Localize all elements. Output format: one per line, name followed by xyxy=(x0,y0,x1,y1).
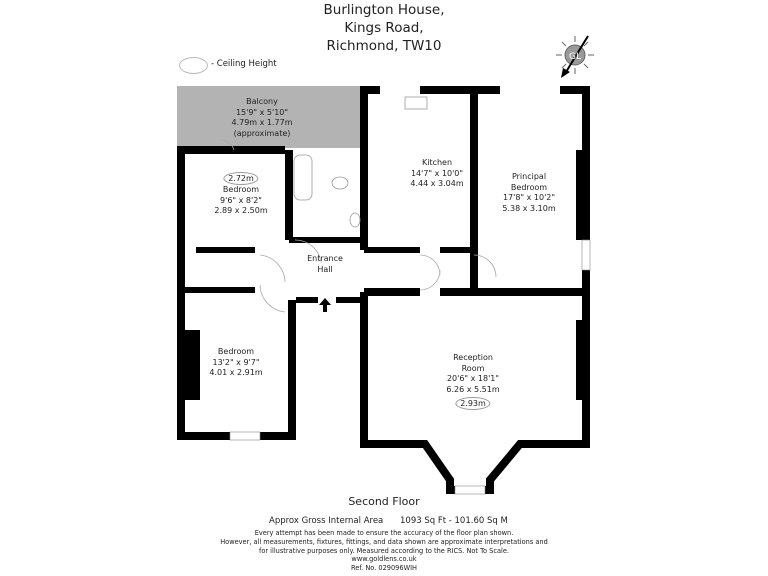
principal-bedroom-imperial: 17'8" x 10'2" xyxy=(502,193,556,202)
bathtub xyxy=(293,154,313,201)
reference-number: Ref. No. 029096WIH xyxy=(350,564,417,573)
kitchen-metric: 4.44 x 3.04m xyxy=(410,179,464,188)
entrance-arrow-icon xyxy=(319,298,331,312)
bedroom2-imperial: 13'2" x 9'7" xyxy=(212,357,260,367)
compass-icon xyxy=(556,35,594,78)
kitchen-name: Kitchen xyxy=(421,158,453,167)
balcony-note: (approximate) xyxy=(233,128,291,138)
balcony-imperial: 15'9" x 5'10" xyxy=(235,107,289,117)
area-label: Approx Gross Internal Area xyxy=(269,516,384,526)
kitchen-label: Kitchen 14'7" x 10'0" 4.44 x 3.04m xyxy=(410,158,463,190)
bedroom2-name: Bedroom xyxy=(217,347,255,356)
principal-bedroom-label: Principal Bedroom 17'8" x 10'2" 5.38 x 3… xyxy=(502,172,555,214)
ceiling-height-legend-label: - Ceiling Height xyxy=(211,59,277,69)
door-swings xyxy=(219,139,497,313)
disclaimer-line-2: However, all measurements, fixtures, fit… xyxy=(220,537,548,546)
principal-bedroom-name-2: Bedroom xyxy=(510,182,548,192)
reception-name-1: Reception xyxy=(453,353,493,362)
reception-imperial: 20'6" x 18'1" xyxy=(446,374,500,383)
bedroom1-name: Bedroom xyxy=(222,185,260,194)
reception-name-2: Room xyxy=(461,363,485,373)
disclaimer: Every attempt has been made to ensure th… xyxy=(0,529,768,573)
bedroom1-label: 2.72m Bedroom 9'6" x 8'2" 2.89 x 2.50m xyxy=(214,172,268,217)
entrance-hall-name-1: Entrance xyxy=(307,254,343,263)
balcony-area xyxy=(177,86,360,148)
disclaimer-line-1: Every attempt has been made to ensure th… xyxy=(254,529,514,537)
walls xyxy=(177,86,590,494)
balcony-label: Balcony 15'9" x 5'10" 4.79m x 1.77m (app… xyxy=(231,97,292,139)
balcony-name: Balcony xyxy=(246,97,278,106)
reception-ceiling-height: 2.93m xyxy=(455,397,491,410)
kitchen-sink xyxy=(404,96,428,110)
bedroom2-metric: 4.01 x 2.91m xyxy=(209,368,263,377)
reception-metric: 6.26 x 5.51m xyxy=(446,384,500,394)
basin xyxy=(349,212,361,228)
bedroom1-ceiling-height: 2.72m xyxy=(223,172,259,185)
principal-bedroom-metric: 5.38 x 3.10m xyxy=(502,203,556,213)
ceiling-height-legend-oval xyxy=(179,57,208,74)
principal-bedroom-name-1: Principal xyxy=(511,172,547,181)
disclaimer-line-3: for illustrative purposes only. Measured… xyxy=(259,546,509,555)
entrance-hall-name-2: Hall xyxy=(317,264,333,274)
reception-label: Reception Room 20'6" x 18'1" 6.26 x 5.51… xyxy=(446,353,500,410)
balcony-metric: 4.79m x 1.77m xyxy=(231,118,293,127)
address-line-2: Kings Road, xyxy=(344,20,424,36)
bedroom1-imperial: 9'6" x 8'2" xyxy=(220,195,262,205)
address-title: Burlington House, Kings Road, Richmond, … xyxy=(284,1,484,55)
address-line-1: Burlington House, xyxy=(323,2,445,18)
compass-label: GL xyxy=(569,52,581,62)
entrance-hall-label: Entrance Hall xyxy=(307,254,343,275)
address-line-3: Richmond, TW10 xyxy=(326,38,442,54)
floor-label: Second Floor xyxy=(348,495,420,508)
toilet xyxy=(331,176,349,190)
website-link[interactable]: www.goldlens.co.uk xyxy=(351,555,417,564)
bedroom1-metric: 2.89 x 2.50m xyxy=(214,206,268,215)
kitchen-imperial: 14'7" x 10'0" xyxy=(410,168,464,178)
bedroom2-label: Bedroom 13'2" x 9'7" 4.01 x 2.91m xyxy=(209,347,262,379)
area-value: 1093 Sq Ft - 101.60 Sq M xyxy=(400,516,508,526)
